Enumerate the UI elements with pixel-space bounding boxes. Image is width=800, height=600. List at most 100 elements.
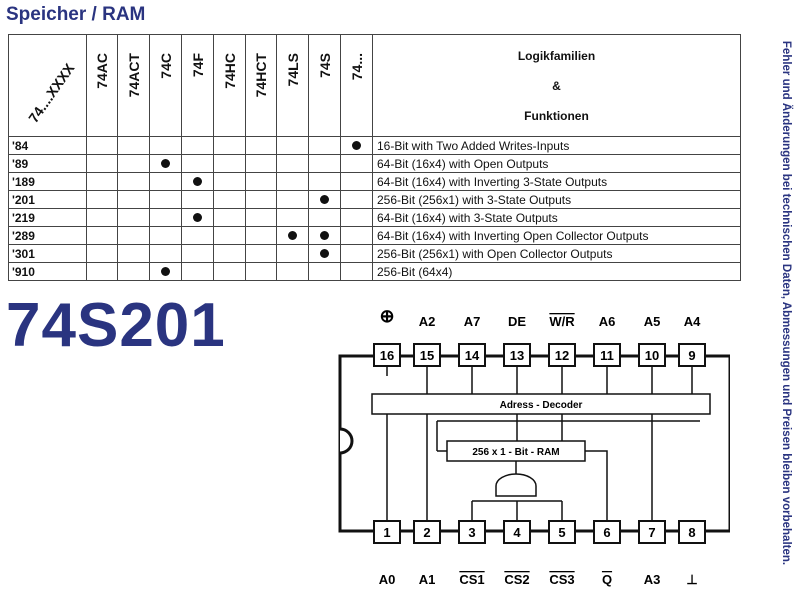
pin-label: Q (602, 572, 612, 587)
table-row: '301 256-Bit (256x1) with Open Collector … (8, 244, 741, 263)
function-description: 16-Bit with Two Added Writes-Inputs (372, 136, 741, 155)
family-cell (86, 208, 118, 227)
family-header-5: 74HCT (245, 34, 277, 137)
pin-label: A1 (419, 572, 436, 587)
family-cell (308, 136, 341, 155)
family-label: 74HCT (253, 53, 269, 98)
pin-label: W/R (549, 314, 575, 329)
availability-dot (352, 140, 361, 150)
pin-label: DE (508, 314, 526, 329)
device-code: '219 (8, 208, 87, 227)
section-title: Speicher / RAM (6, 4, 146, 25)
family-cell (86, 154, 118, 173)
family-label: 74S (316, 53, 333, 78)
family-label: 74HC (221, 53, 238, 89)
pin-number: 10 (645, 348, 659, 363)
family-cell (181, 154, 214, 173)
pin-label: A3 (644, 572, 661, 587)
family-cell (276, 226, 309, 245)
family-cell (117, 154, 150, 173)
pin-label: A5 (644, 314, 661, 329)
availability-dot (320, 248, 329, 258)
pin-label: A0 (379, 572, 396, 587)
family-cell (340, 226, 373, 245)
family-cell (245, 154, 277, 173)
pin-number: 7 (648, 525, 655, 540)
family-cell (149, 244, 182, 263)
family-label: 74LS (284, 53, 301, 87)
family-cell (340, 208, 373, 227)
family-cell (340, 154, 373, 173)
device-code: '84 (8, 136, 87, 155)
family-cell (245, 226, 277, 245)
device-code: '89 (8, 154, 87, 173)
table-title-header: Logikfamilien&Funktionen (372, 34, 741, 137)
pin-number: 5 (558, 525, 565, 540)
family-cell (213, 208, 246, 227)
family-cell (181, 190, 214, 209)
family-cell (276, 262, 309, 281)
family-cell (149, 226, 182, 245)
family-cell (308, 190, 341, 209)
family-cell (149, 172, 182, 191)
disclaimer-text: Fehler und Änderungen bei technischen Da… (780, 40, 792, 565)
pin-label: ⊕ (379, 306, 394, 326)
family-cell (340, 136, 373, 155)
pin-number: 2 (423, 525, 430, 540)
family-cell (308, 244, 341, 263)
pin-number: 15 (420, 348, 434, 363)
family-cell (245, 172, 277, 191)
pin-number: 4 (513, 525, 521, 540)
device-code: '910 (8, 262, 87, 281)
family-cell (117, 172, 150, 191)
family-label: 74C (157, 53, 174, 79)
ic-pinout-diagram: Adress - Decoder 256 x 1 - Bit - RAM 16⊕… (338, 306, 730, 587)
address-decoder-label: Adress - Decoder (500, 400, 583, 411)
family-cell (308, 172, 341, 191)
family-cell (276, 154, 309, 173)
function-description: 64-Bit (16x4) with Inverting 3-State Out… (372, 172, 741, 191)
family-cell (308, 226, 341, 245)
family-label: 74AC (94, 53, 110, 89)
table-body: '84 16-Bit with Two Added Writes-Inputs '8… (8, 136, 741, 281)
part-number: 74S201 (6, 291, 226, 360)
family-cell (86, 136, 118, 155)
pin-number: 9 (688, 348, 695, 363)
family-cell (117, 226, 150, 245)
pin-label: ⊥ (686, 572, 697, 587)
chip-select-gate (495, 473, 537, 497)
family-cell (181, 262, 214, 281)
package-notch (339, 427, 354, 455)
pin-box-bottom (678, 520, 706, 544)
availability-dot (288, 230, 297, 240)
device-code: '201 (8, 190, 87, 209)
family-cell (340, 172, 373, 191)
availability-dot (320, 230, 329, 240)
family-header-2: 74C (149, 34, 182, 137)
pin-label: CS2 (504, 572, 529, 587)
device-code: '301 (8, 244, 87, 263)
family-cell (149, 190, 182, 209)
family-label: 74ACT (125, 53, 142, 98)
function-description: 256-Bit (256x1) with Open Collector Outp… (372, 244, 741, 263)
family-cell (213, 172, 246, 191)
pin-number: 11 (600, 348, 614, 363)
family-cell (308, 208, 341, 227)
pin-label: A4 (684, 314, 701, 329)
family-cell (245, 190, 277, 209)
family-cell (149, 136, 182, 155)
family-cell (149, 262, 182, 281)
pin-number: 12 (555, 348, 569, 363)
family-cell (340, 190, 373, 209)
function-description: 256-Bit (64x4) (372, 262, 741, 281)
pin-label: CS1 (459, 572, 484, 587)
family-cell (213, 136, 246, 155)
family-cell (213, 226, 246, 245)
availability-dot (320, 194, 329, 204)
family-header-4: 74HC (213, 34, 246, 137)
family-cell (117, 190, 150, 209)
